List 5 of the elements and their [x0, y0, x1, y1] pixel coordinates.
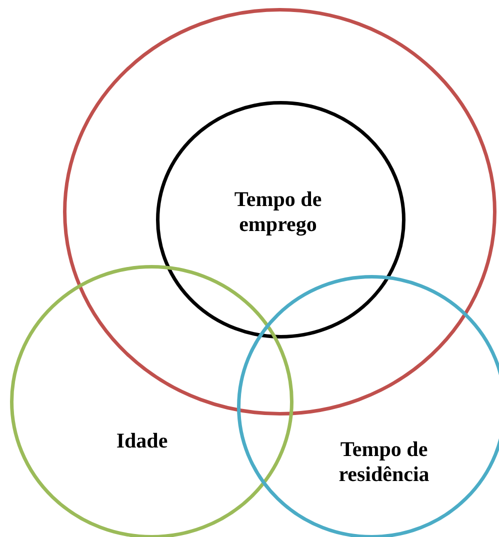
- circle-label: Idade: [115, 428, 169, 454]
- circle-label: Tempo de emprego: [233, 187, 323, 237]
- venn-circle: [63, 8, 497, 416]
- circle-label: Tempo de residência: [338, 437, 430, 487]
- venn-circle: [156, 101, 406, 339]
